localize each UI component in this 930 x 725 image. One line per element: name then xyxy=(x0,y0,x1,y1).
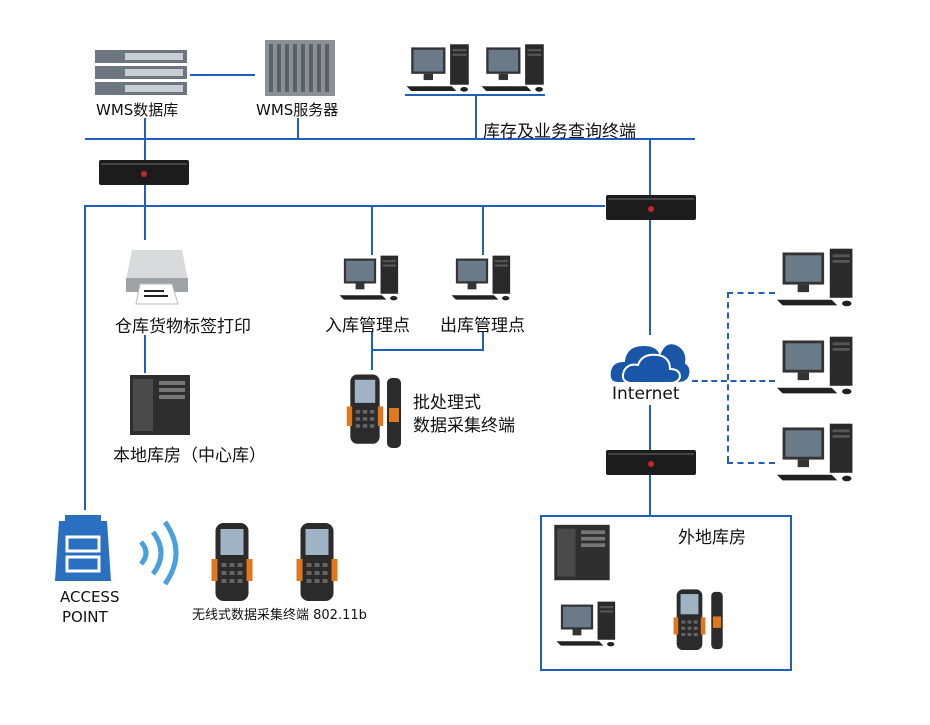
link xyxy=(371,205,373,255)
remote-pc-icon xyxy=(555,598,621,650)
label-printer-icon xyxy=(126,250,188,305)
link xyxy=(144,335,146,373)
database-server-icon xyxy=(95,50,187,95)
link xyxy=(649,140,651,195)
inbound-label: 入库管理点 xyxy=(325,316,410,336)
query-pc-icon xyxy=(405,42,475,94)
wireless-handheld-icon xyxy=(293,523,341,603)
remote-pc-icon xyxy=(775,420,860,485)
link-access-point xyxy=(84,205,86,510)
cloud-icon xyxy=(608,342,692,384)
link-query-terminals xyxy=(405,94,545,96)
remote-pc-icon xyxy=(775,245,860,310)
local-bus xyxy=(85,205,605,207)
link xyxy=(649,220,651,335)
batch-terminal-label: 数据采集终端 xyxy=(413,416,515,436)
wms-server-label: WMS服务器 xyxy=(256,101,339,119)
dashed-link xyxy=(727,462,775,464)
switch-icon xyxy=(605,450,697,475)
outbound-pc-icon xyxy=(450,253,516,303)
link xyxy=(371,349,484,351)
dashed-link xyxy=(727,292,729,462)
switch-icon xyxy=(605,195,697,220)
dashed-link xyxy=(727,292,775,294)
label-printer-label: 仓库货物标签打印 xyxy=(115,317,251,337)
remote-handheld-icon xyxy=(672,583,707,658)
remote-handheld-side-icon xyxy=(711,591,723,650)
wms-server-icon xyxy=(265,40,335,96)
batch-terminal-label: 批处理式 xyxy=(413,393,481,413)
switch-icon xyxy=(98,160,190,185)
wms-db-label: WMS数据库 xyxy=(96,101,179,119)
remote-warehouse-box xyxy=(540,515,792,671)
local-warehouse-label: 本地库房（中心库） xyxy=(113,446,266,466)
access-point-label: ACCESS xyxy=(60,588,120,606)
remote-warehouse-label: 外地库房 xyxy=(678,528,746,548)
link-db-server xyxy=(190,74,255,76)
link xyxy=(144,118,146,160)
link xyxy=(482,205,484,255)
access-point-label: POINT xyxy=(62,608,108,626)
link xyxy=(475,96,477,138)
access-point-icon xyxy=(55,515,111,581)
link xyxy=(482,332,484,350)
batch-terminal-side-icon xyxy=(387,378,401,448)
query-pc-icon xyxy=(480,42,550,94)
link xyxy=(649,405,651,450)
wifi-signal-icon xyxy=(139,520,179,586)
outbound-label: 出库管理点 xyxy=(440,316,525,336)
remote-server-icon xyxy=(543,523,621,583)
query-terminals-label: 库存及业务查询终端 xyxy=(483,122,636,142)
batch-terminal-icon xyxy=(345,370,385,450)
wireless-handheld-icon xyxy=(208,523,256,603)
wireless-terminal-label: 无线式数据采集终端 802.11b xyxy=(192,608,367,623)
internet-label: Internet xyxy=(612,384,680,404)
link xyxy=(297,118,299,138)
link xyxy=(371,332,373,370)
backbone-bus xyxy=(85,138,695,140)
link xyxy=(144,185,146,240)
dashed-link xyxy=(692,380,775,382)
inbound-pc-icon xyxy=(338,253,404,303)
local-server-icon xyxy=(125,373,195,438)
link xyxy=(649,475,651,515)
remote-pc-icon xyxy=(775,333,860,398)
